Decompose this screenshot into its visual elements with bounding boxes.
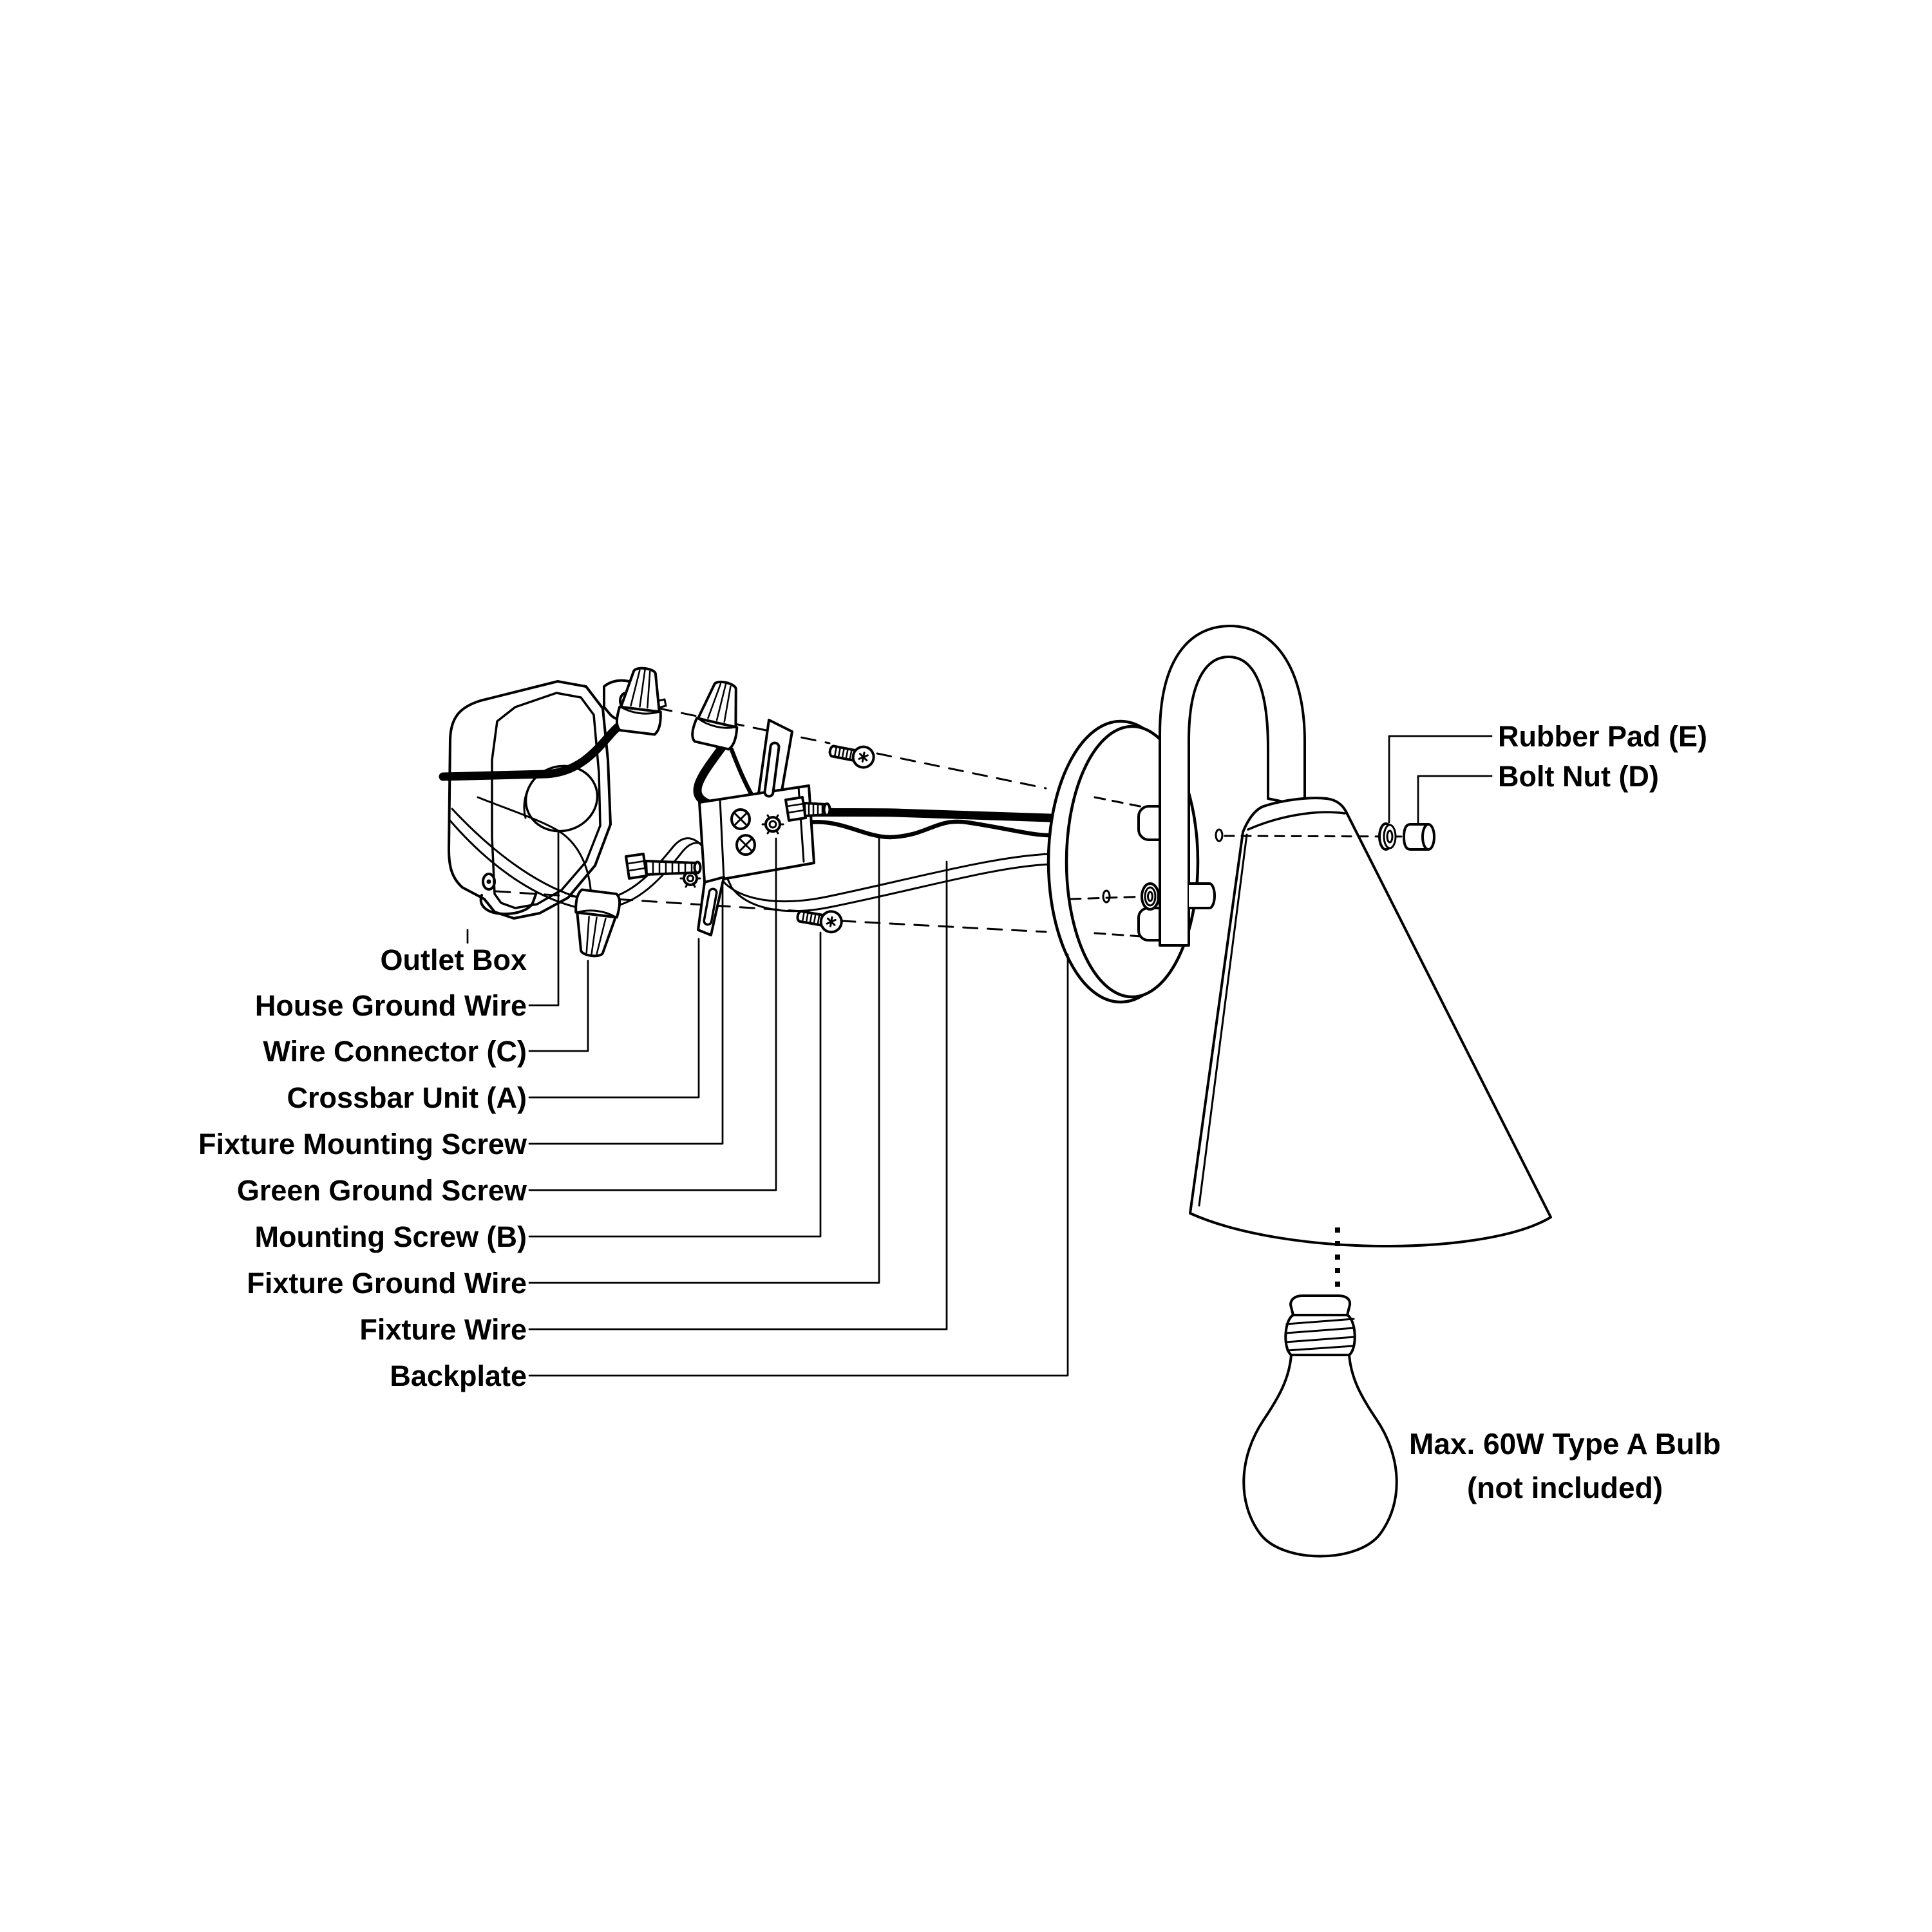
leader-crossbar-unit xyxy=(528,938,700,1099)
leader-rubber-pad xyxy=(1388,735,1493,824)
outlet-box-bottom-hole xyxy=(482,873,496,891)
fixture-mounting-screw-icon xyxy=(784,796,831,822)
label-fixture-mounting-screw: Fixture Mounting Screw xyxy=(198,1128,527,1160)
house-wire-loop xyxy=(451,808,585,900)
bolt-dash-line xyxy=(1224,835,1405,838)
strap-stud xyxy=(1188,882,1216,909)
leader-fixture-ground-wire xyxy=(528,836,880,1284)
arm-bolt-hole xyxy=(1215,828,1224,842)
label-fixture-wire: Fixture Wire xyxy=(359,1313,527,1346)
leader-bolt-nut xyxy=(1417,775,1493,824)
bolt-nut-icon xyxy=(1403,823,1435,851)
leader-lines xyxy=(466,735,1493,1377)
leader-mounting-screw xyxy=(528,931,822,1238)
mounting-screw-icon xyxy=(828,744,875,769)
label-green-ground-screw: Green Ground Screw xyxy=(237,1174,527,1207)
outlet-box-foot xyxy=(479,891,538,916)
strap-washer xyxy=(1141,882,1160,911)
label-mounting-screw: Mounting Screw (B) xyxy=(255,1220,527,1253)
fixture-mounting-screw-icon xyxy=(625,853,702,880)
label-rubber-pad: Rubber Pad (E) xyxy=(1498,720,1707,753)
crossbar-hardware xyxy=(625,796,831,888)
leader-wire-connector xyxy=(528,960,589,1052)
bulb-note-line2: (not included) xyxy=(1467,1471,1663,1504)
mounting-screws xyxy=(796,744,875,934)
rubber-pad-icon xyxy=(1378,822,1397,851)
label-backplate: Backplate xyxy=(390,1359,527,1392)
light-bulb-drawing xyxy=(1242,1294,1398,1558)
house-ground-wire xyxy=(477,796,592,898)
leader-backplate xyxy=(528,953,1069,1377)
leader-fixture-wire xyxy=(528,860,948,1331)
shade-drawing xyxy=(1189,797,1552,1247)
gooseneck-arm xyxy=(1159,625,1306,947)
green-ground-screw-icon xyxy=(730,808,756,856)
crossbar-unit xyxy=(697,719,815,936)
label-fixture-ground-wire: Fixture Ground Wire xyxy=(247,1267,527,1300)
bulb-note-line1: Max. 60W Type A Bulb xyxy=(1409,1427,1721,1461)
keps-nut-icon xyxy=(761,814,784,835)
label-outlet-box: Outlet Box xyxy=(380,943,527,976)
label-wire-connector: Wire Connector (C) xyxy=(263,1035,527,1068)
label-house-ground-wire: House Ground Wire xyxy=(255,989,527,1022)
leader-house-ground-wire xyxy=(528,831,560,1007)
leader-fixture-mounting-screw xyxy=(528,882,724,1145)
label-bolt-nut: Bolt Nut (D) xyxy=(1498,760,1659,793)
mounting-screw-icon xyxy=(796,909,843,934)
label-crossbar-unit: Crossbar Unit (A) xyxy=(287,1081,527,1114)
part-labels: Outlet Box House Ground Wire Wire Connec… xyxy=(198,720,1721,1504)
leader-green-ground-screw xyxy=(528,837,777,1191)
